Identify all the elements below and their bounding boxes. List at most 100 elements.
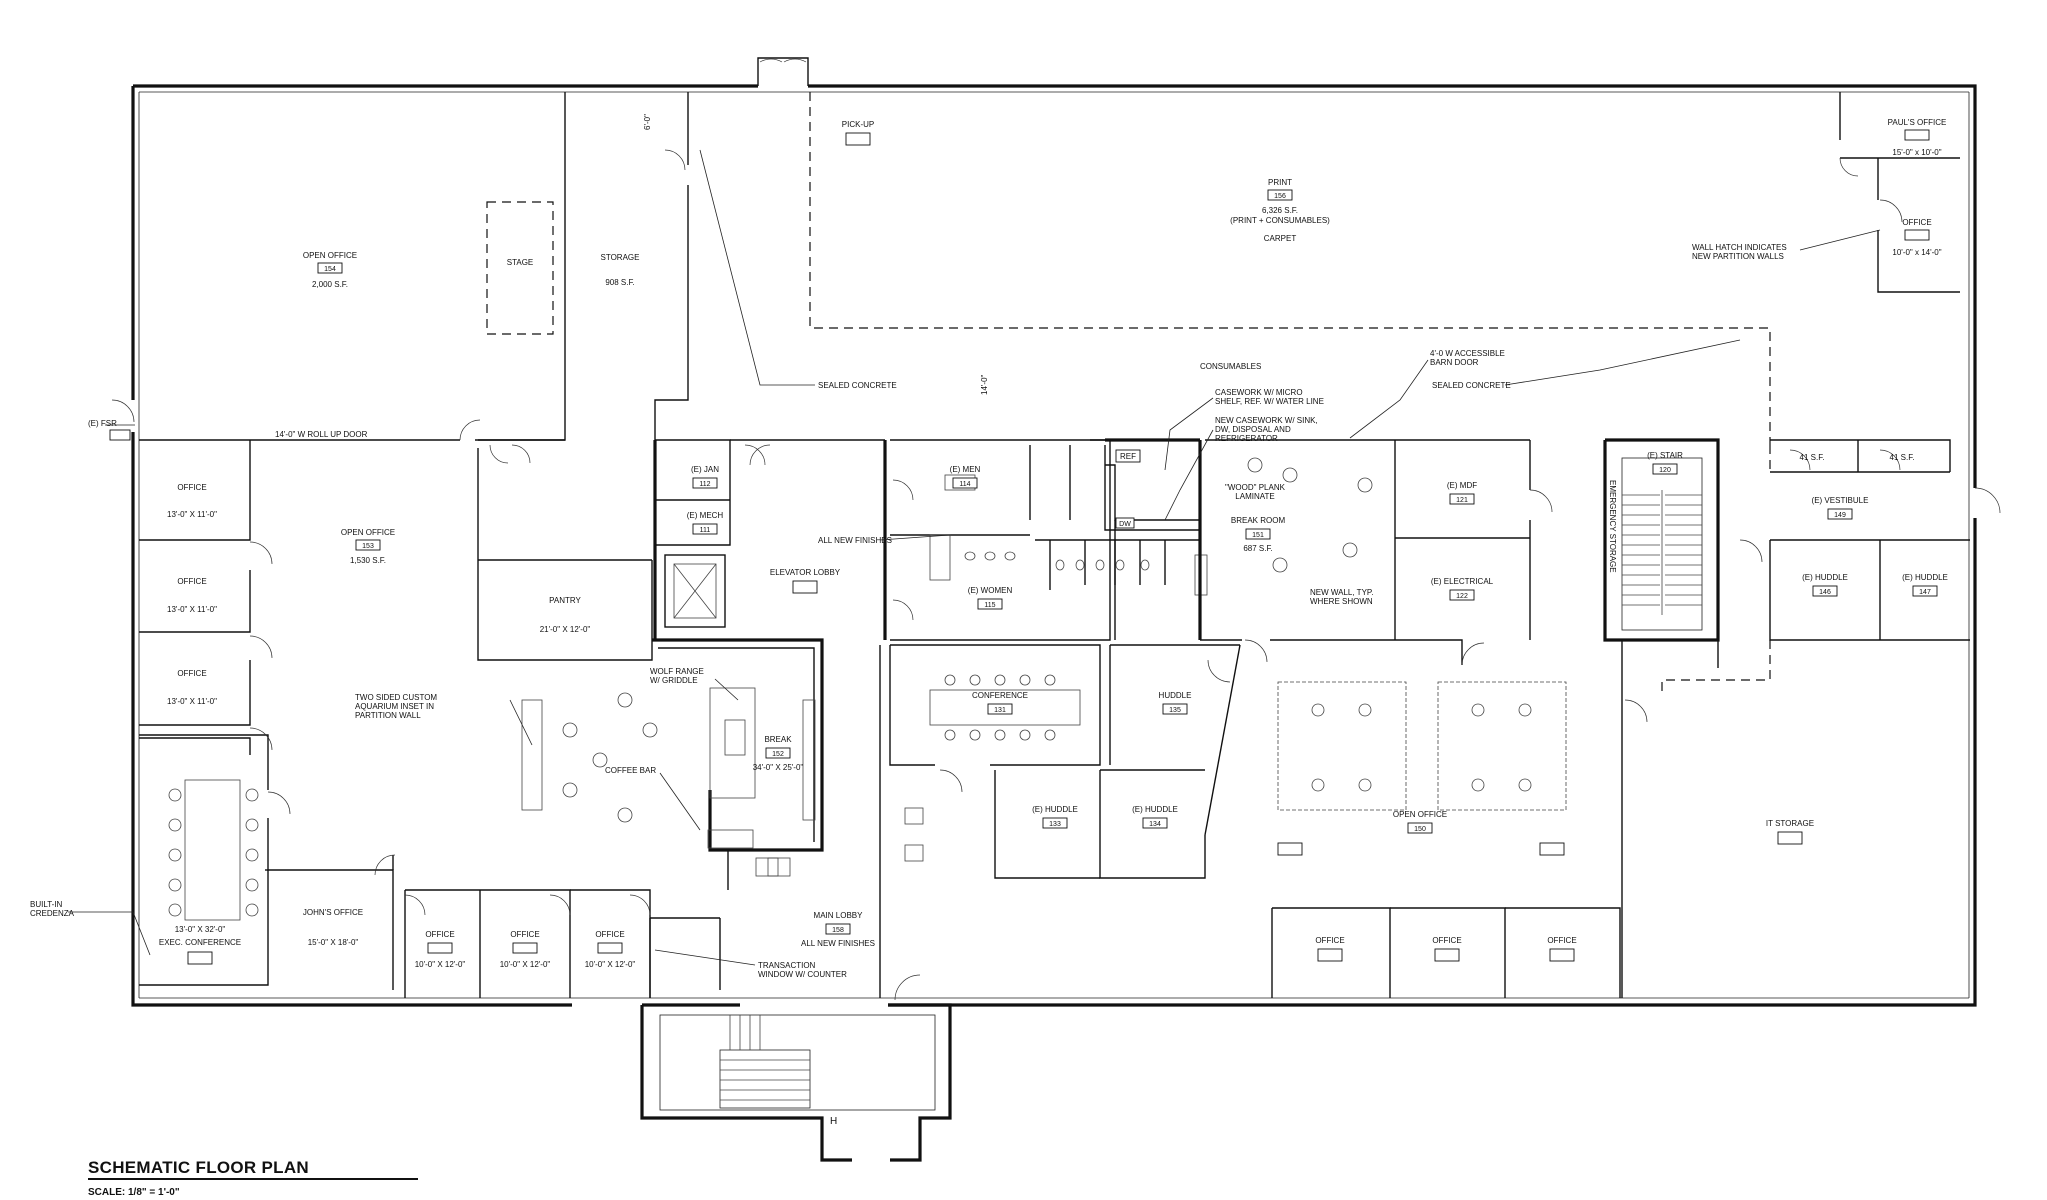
room-number: 156: [1274, 193, 1286, 200]
room-name: BREAK: [764, 735, 792, 744]
note-text: WOLF RANGE: [650, 667, 704, 676]
room-name: (E) HUDDLE: [1902, 573, 1948, 582]
door-swings: [111, 149, 2001, 1001]
room-area: 687 S.F.: [1243, 544, 1272, 553]
room-number: 151: [1252, 532, 1264, 539]
note-text: NEW CASEWORK W/ SINK,: [1215, 416, 1318, 425]
conference-furniture: [184, 681, 1567, 921]
note-text: BUILT-IN: [30, 900, 63, 909]
room-name: MAIN LOBBY: [814, 911, 864, 920]
stair-treads: [1622, 490, 1702, 615]
room-name: (E) JAN: [691, 465, 719, 474]
note-text: NEW PARTITION WALLS: [1692, 252, 1784, 261]
dimension-label: 14'-0": [980, 374, 989, 395]
note-text: REF: [1120, 452, 1136, 461]
room-note: (PRINT + CONSUMABLES): [1230, 216, 1330, 225]
room-size: 10'-0" X 12'-0": [500, 960, 551, 969]
room-name: (E) WOMEN: [968, 586, 1013, 595]
room-number: 115: [984, 602, 995, 609]
svg-text:H: H: [830, 1116, 837, 1127]
note-text: SEALED CONCRETE: [818, 381, 897, 390]
note-text: CASEWORK W/ MICRO: [1215, 388, 1303, 397]
room-name: HUDDLE: [1159, 691, 1192, 700]
room-size: 10'-0" X 12'-0": [415, 960, 466, 969]
room-number: 133: [1049, 821, 1061, 828]
room-name: STORAGE: [601, 253, 640, 262]
room-note: ALL NEW FINISHES: [801, 939, 875, 948]
room-name: OFFICE: [177, 483, 206, 492]
room-number: 158: [832, 927, 844, 934]
room-number: 150: [1414, 826, 1426, 833]
room-name: ELEVATOR LOBBY: [770, 568, 841, 577]
room-size: 10'-0" X 12'-0": [585, 960, 636, 969]
room-name: OFFICE: [1315, 936, 1344, 945]
room-finish: CARPET: [1264, 234, 1297, 243]
room-name: IT STORAGE: [1766, 819, 1814, 828]
room-name: (E) STAIR: [1647, 451, 1683, 460]
note-text: 14'-0" W ROLL UP DOOR: [275, 430, 368, 439]
room-number: 134: [1149, 821, 1161, 828]
room-name: JOHN'S OFFICE: [303, 908, 363, 917]
note-text: COFFEE BAR: [605, 766, 656, 775]
room-name: STAGE: [507, 258, 534, 267]
room-number: 146: [1819, 589, 1831, 596]
note-text: SEALED CONCRETE: [1432, 381, 1511, 390]
note-text: ALL NEW FINISHES: [818, 536, 892, 545]
note-text: (E) FSR: [88, 419, 117, 428]
restroom-fixtures: [964, 551, 1150, 571]
room-name: (E) HUDDLE: [1032, 805, 1078, 814]
room-name: OFFICE: [1547, 936, 1576, 945]
note-text: WHERE SHOWN: [1310, 597, 1373, 606]
room-name: CONFERENCE: [972, 691, 1028, 700]
room-name: (E) MEN: [950, 465, 981, 474]
note-text: CREDENZA: [30, 909, 75, 918]
room-name: OFFICE: [1902, 218, 1931, 227]
room-name: BREAK ROOM: [1231, 516, 1286, 525]
room-number: 131: [994, 707, 1006, 714]
central-walls: [1105, 438, 1970, 998]
note-text: PARTITION WALL: [355, 711, 421, 720]
room-name: PANTRY: [549, 596, 581, 605]
note-text: BARN DOOR: [1430, 358, 1479, 367]
room-number: 112: [699, 481, 710, 488]
room-name: OPEN OFFICE: [303, 251, 357, 260]
room-area: 1,530 S.F.: [350, 556, 386, 565]
room-number: 152: [772, 751, 784, 758]
room-name: OFFICE: [177, 669, 206, 678]
room-size: 13'-0" X 11'-0": [167, 697, 217, 706]
room-name: (E) ELECTRICAL: [1431, 577, 1494, 586]
room-name: OFFICE: [510, 930, 539, 939]
room-area: 2,000 S.F.: [312, 280, 348, 289]
note-text: TWO SIDED CUSTOM: [355, 693, 437, 702]
note-text: 4'-0 W ACCESSIBLE: [1430, 349, 1505, 358]
room-name: (E) MECH: [687, 511, 724, 520]
room-size: 13'-0" X 11'-0": [167, 510, 217, 519]
exterior-walls: [131, 57, 1977, 1007]
room-area: 908 S.F.: [605, 278, 634, 287]
room-number: 111: [700, 527, 711, 534]
room-number: 135: [1169, 707, 1181, 714]
room-area: 6,326 S.F.: [1262, 206, 1298, 215]
room-name: OFFICE: [1432, 936, 1461, 945]
ne-office-walls: [1839, 92, 1960, 293]
room-size: 15'-0" X 18'-0": [308, 938, 359, 947]
room-number: 154: [324, 266, 336, 273]
room-name: OPEN OFFICE: [341, 528, 395, 537]
room-name: PICK-UP: [842, 120, 874, 129]
room-name: OPEN OFFICE: [1393, 810, 1447, 819]
room-number: 122: [1456, 593, 1468, 600]
room-labels: OPEN OFFICE 154 2,000 S.F. STAGE STORAGE…: [159, 114, 1948, 969]
fsr-marker: [105, 424, 135, 441]
room-name: PAUL'S OFFICE: [1888, 118, 1947, 127]
room-number: 120: [1659, 467, 1671, 474]
furniture-chairs: [168, 457, 1532, 917]
note-text: DW, DISPOSAL AND: [1215, 425, 1291, 434]
note-text: WALL HATCH INDICATES: [1692, 243, 1787, 252]
room-name: (E) HUDDLE: [1132, 805, 1178, 814]
room-size: 21'-0" X 12'-0": [540, 625, 591, 634]
room-number: 114: [959, 481, 970, 488]
room-name: OFFICE: [425, 930, 454, 939]
room-name: (E) MDF: [1447, 481, 1477, 490]
room-size: 34'-0" X 25'-0": [753, 763, 804, 772]
dimension-label: 6'-0": [643, 114, 652, 130]
